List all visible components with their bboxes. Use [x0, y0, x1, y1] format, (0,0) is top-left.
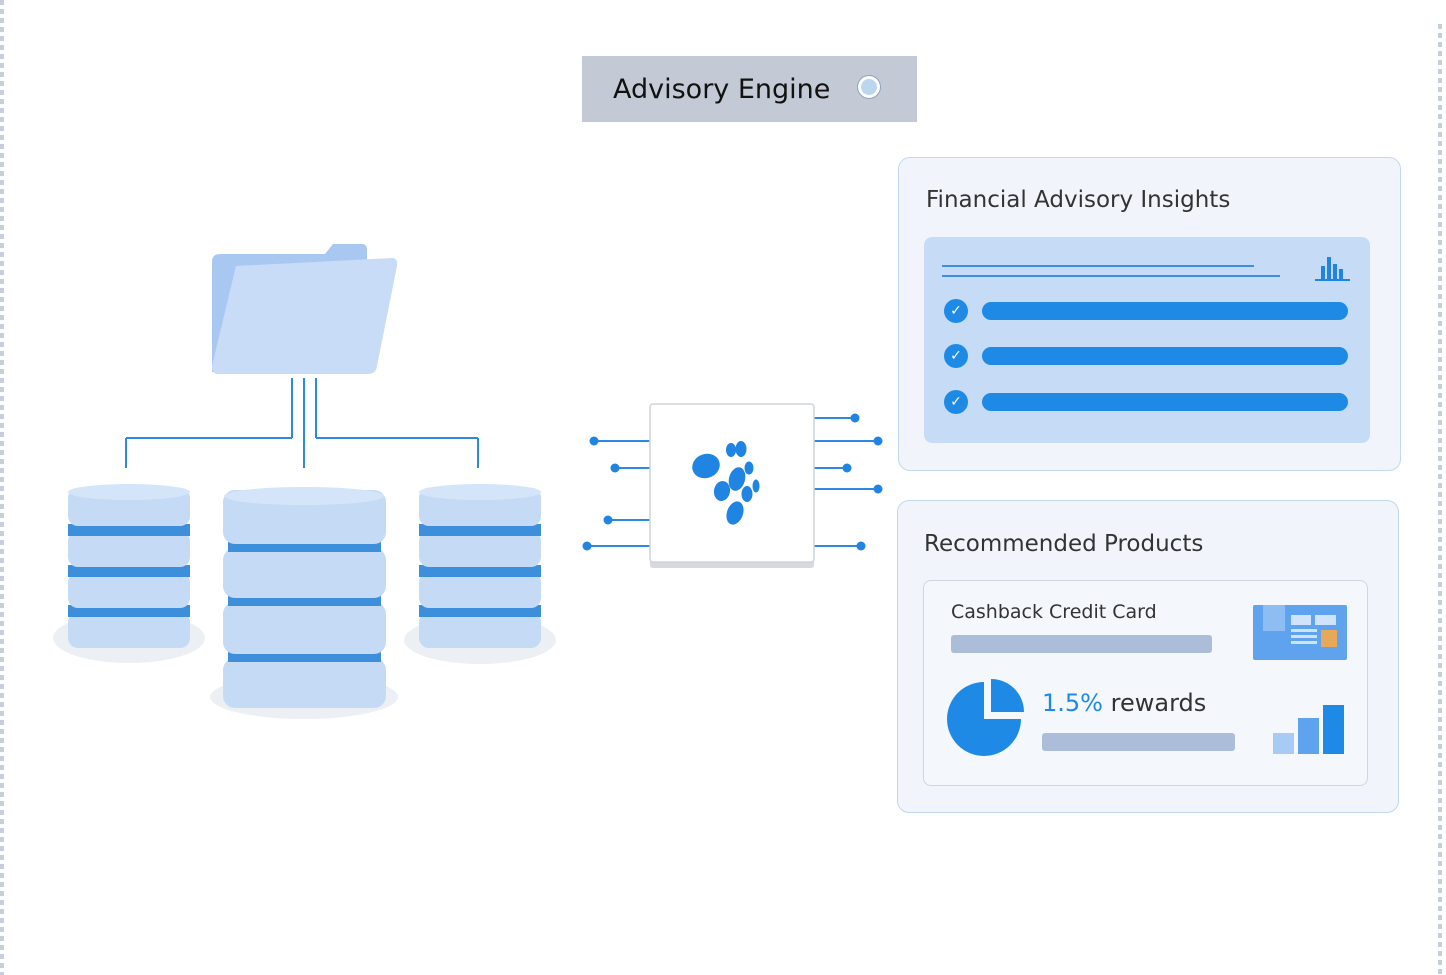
insight-item: ✓ — [944, 299, 1348, 323]
advisory-engine-title: Advisory Engine — [613, 73, 831, 105]
insight-item: ✓ — [944, 344, 1348, 368]
engine-output-pins — [814, 413, 883, 551]
credit-card-icon — [1253, 605, 1347, 660]
financial-insights-panel: Financial Advisory Insights ✓ ✓ ✓ — [898, 157, 1401, 471]
left-dotted-border — [0, 0, 4, 975]
folder-icon — [212, 244, 398, 374]
insight-bar — [982, 347, 1348, 365]
reward-label: rewards — [1110, 689, 1207, 717]
database-icon-left — [53, 484, 205, 663]
check-circle-icon: ✓ — [944, 344, 968, 368]
products-title: Recommended Products — [924, 531, 1204, 557]
insights-title: Financial Advisory Insights — [926, 187, 1231, 213]
pie-chart-icon — [947, 679, 1024, 756]
reward-value: 1.5% — [1042, 689, 1103, 717]
bar-chart-icon — [1315, 257, 1350, 281]
insights-card: ✓ ✓ ✓ — [924, 237, 1370, 443]
rising-bars-icon — [1273, 705, 1344, 754]
engine-input-pins — [582, 436, 650, 551]
check-circle-icon: ✓ — [944, 390, 968, 414]
header-line — [942, 265, 1254, 267]
check-circle-icon: ✓ — [944, 299, 968, 323]
status-indicator-icon — [858, 76, 880, 98]
placeholder-bar — [951, 635, 1212, 653]
header-line — [942, 275, 1280, 277]
product-name: Cashback Credit Card — [951, 601, 1157, 623]
insight-bar — [982, 302, 1348, 320]
reward-rate: 1.5% rewards — [1042, 689, 1206, 717]
placeholder-bar — [1042, 733, 1235, 751]
folder-connectors — [125, 378, 479, 468]
recommended-products-panel: Recommended Products Cashback Credit Car… — [897, 500, 1399, 813]
insight-bar — [982, 393, 1348, 411]
ai-logo-icon — [692, 441, 760, 525]
right-dotted-border — [1438, 24, 1442, 975]
database-icon-center — [210, 487, 398, 719]
database-icon-right — [404, 484, 556, 664]
insight-item: ✓ — [944, 390, 1348, 414]
product-card: Cashback Credit Card 1.5% rewards — [923, 580, 1368, 786]
